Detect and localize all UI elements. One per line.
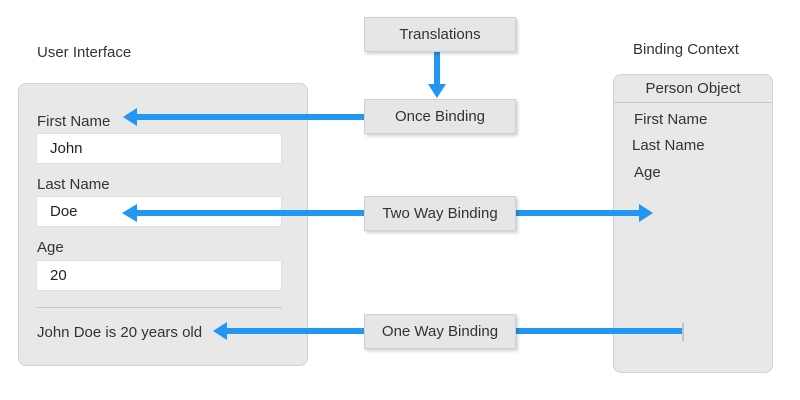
age-field[interactable]: 20 [36, 260, 282, 291]
first-name-label: First Name [37, 113, 111, 130]
translations-arrow-head [428, 84, 446, 98]
once-arrow-shaft [136, 114, 367, 120]
context-first-name: First Name [634, 111, 708, 128]
binding-context-panel: Person Object [613, 74, 773, 373]
two-way-arrow-left-shaft [136, 210, 367, 216]
two-way-binding-box: Two Way Binding [364, 196, 516, 231]
two-way-arrow-right-head [639, 204, 653, 222]
first-name-field[interactable]: John [36, 133, 282, 164]
translations-arrow-shaft [434, 51, 440, 85]
one-way-arrow-left-shaft [226, 328, 367, 334]
panel-divider [36, 307, 282, 308]
context-last-name: Last Name [632, 137, 705, 154]
two-way-arrow-right-shaft [516, 210, 640, 216]
context-age: Age [634, 164, 661, 181]
one-way-binding-box: One Way Binding [364, 314, 516, 349]
binding-context-heading: Binding Context [633, 41, 739, 58]
user-interface-heading: User Interface [37, 44, 132, 61]
once-arrow-head [123, 108, 137, 126]
age-label: Age [37, 239, 64, 256]
last-name-label: Last Name [37, 176, 110, 193]
translations-box: Translations [364, 17, 516, 52]
two-way-arrow-left-head [122, 204, 137, 222]
person-object-title: Person Object [614, 75, 772, 103]
once-binding-box: Once Binding [364, 99, 516, 134]
one-way-arrow-head [213, 322, 227, 340]
one-way-arrow-right-shaft [516, 328, 682, 334]
summary-text: John Doe is 20 years old [37, 324, 203, 341]
